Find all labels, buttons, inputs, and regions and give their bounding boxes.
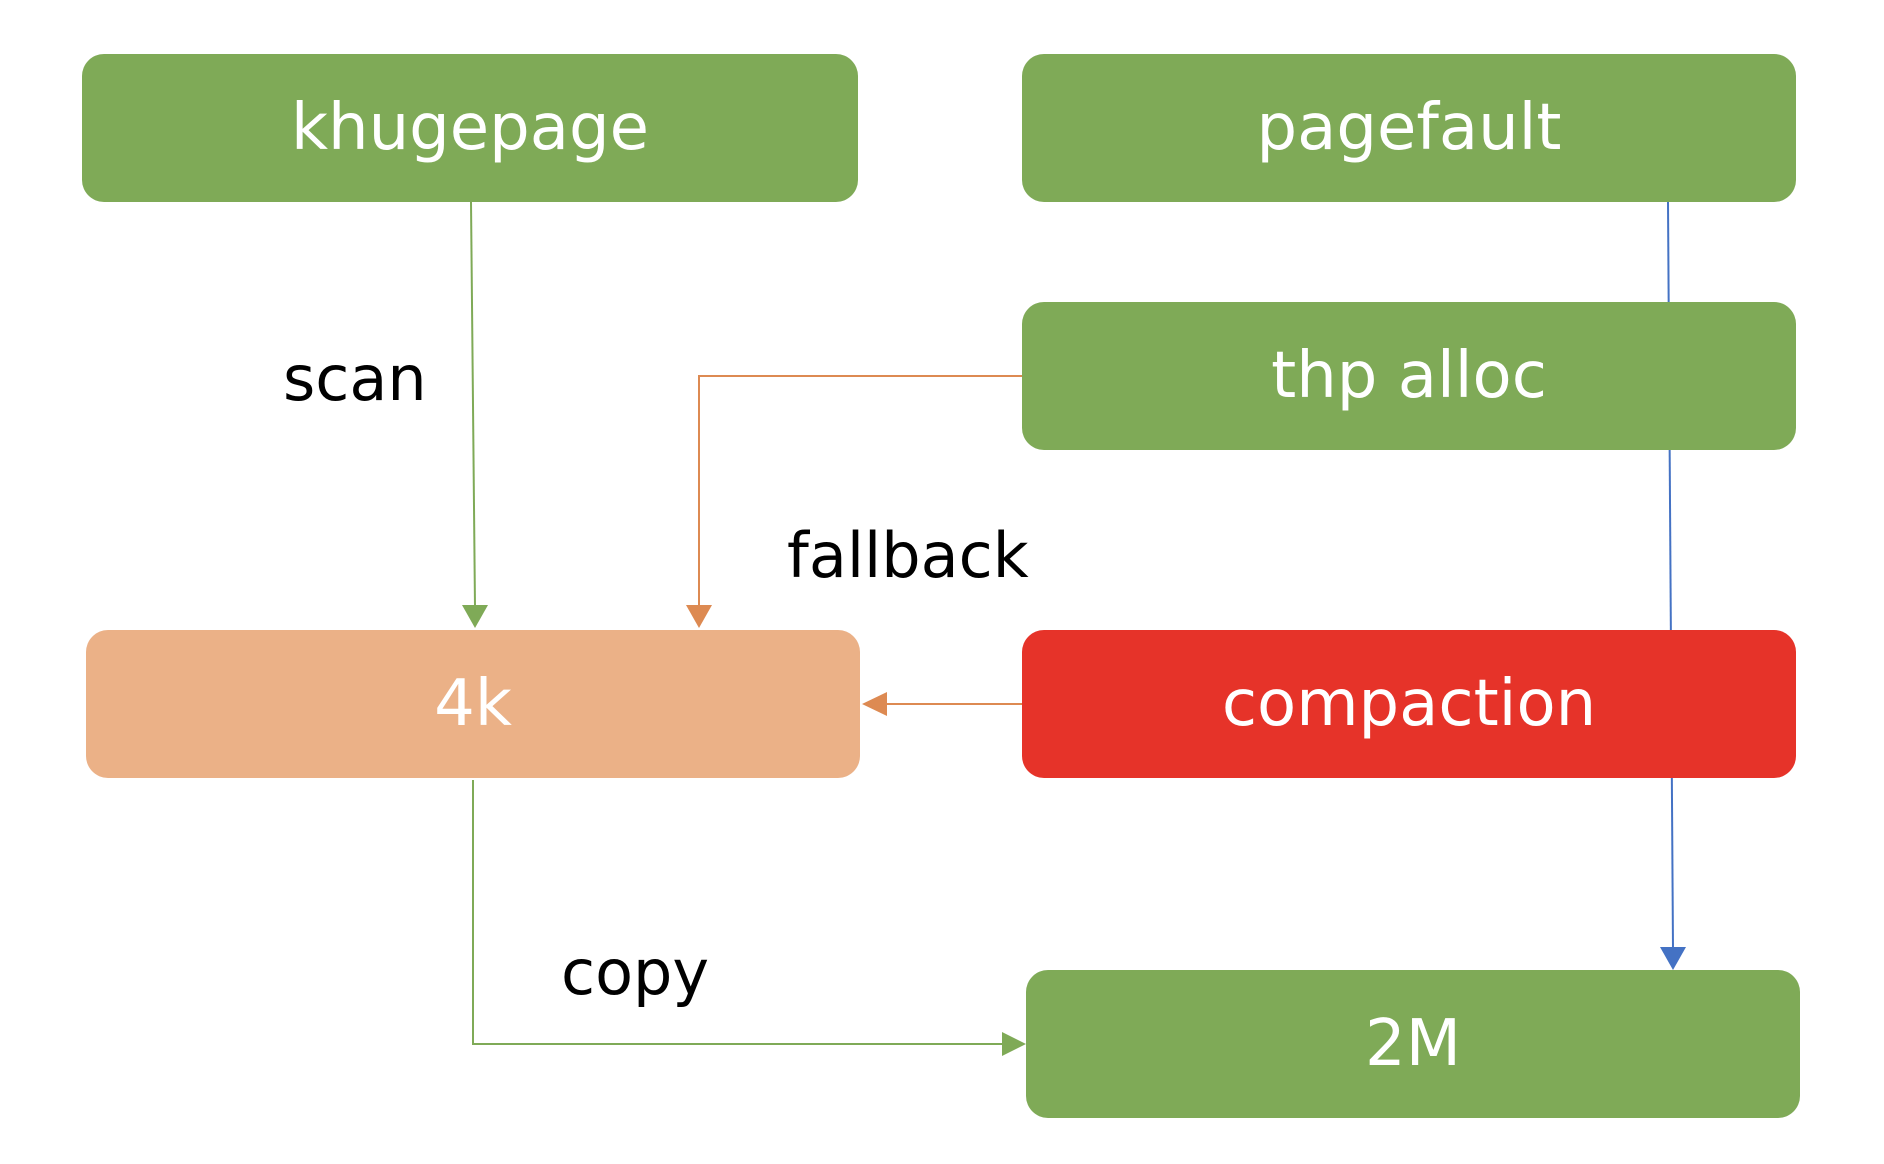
- node-4k-label: 4k: [434, 667, 512, 741]
- node-pagefault-label: pagefault: [1256, 91, 1562, 165]
- edge-label-scan: scan: [283, 342, 427, 415]
- node-compaction-label: compaction: [1221, 667, 1597, 741]
- node-compaction: compaction: [1022, 630, 1796, 778]
- edge-label-copy: copy: [561, 936, 710, 1009]
- edge-scan: [462, 201, 488, 628]
- edge-compaction-to-4k: [862, 692, 1022, 716]
- node-2m-label: 2M: [1365, 1007, 1461, 1081]
- node-2m: 2M: [1026, 970, 1800, 1118]
- edge-label-fallback: fallback: [787, 519, 1029, 592]
- node-4k: 4k: [86, 630, 860, 778]
- node-thp-alloc-label: thp alloc: [1271, 339, 1547, 413]
- node-khugepage-label: khugepage: [290, 91, 650, 165]
- edge-copy: [472, 780, 1026, 1056]
- node-thp-alloc: thp alloc: [1022, 302, 1796, 450]
- edge-fallback: [686, 375, 1022, 628]
- node-khugepage: khugepage: [82, 54, 858, 202]
- node-pagefault: pagefault: [1022, 54, 1796, 202]
